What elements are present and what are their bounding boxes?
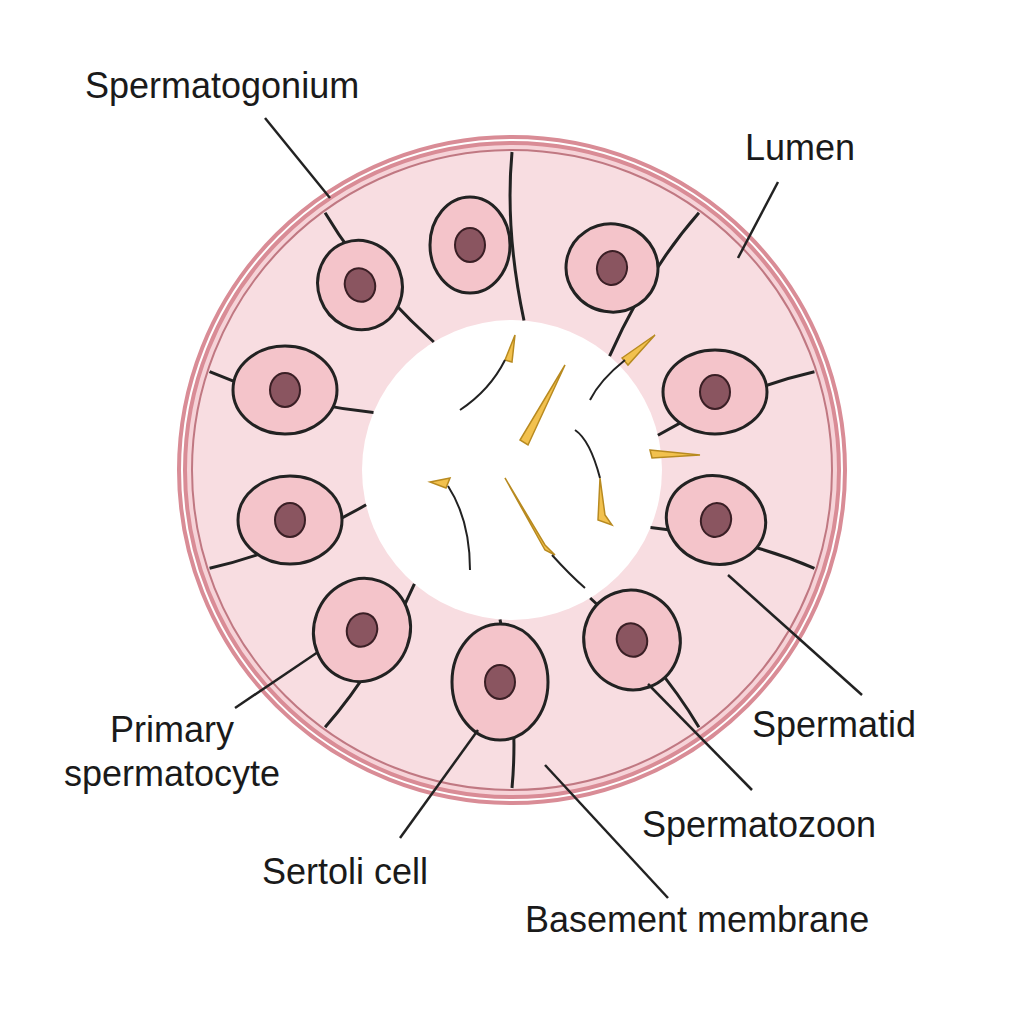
wall-line — [182, 140, 842, 800]
germ-cell — [299, 565, 425, 696]
germ-cell — [430, 197, 510, 293]
germ-cell — [305, 228, 415, 341]
structure-label: Spermatid — [752, 703, 916, 747]
structure-label: Lumen — [745, 126, 855, 170]
structure-label: Basement membrane — [525, 898, 869, 942]
germ-cell — [238, 476, 342, 564]
germ-cells — [233, 197, 776, 740]
sertoli-cells — [210, 152, 815, 788]
leader-lines — [235, 118, 862, 898]
sertoli-cell-border — [510, 152, 524, 320]
structure-label: Primary spermatocyte — [22, 708, 322, 796]
structure-label: Sertoli cell — [262, 850, 428, 894]
germ-cell — [452, 624, 548, 740]
germ-cell — [233, 346, 337, 434]
lumen-space — [362, 320, 662, 620]
basal-band — [192, 150, 832, 790]
structure-label: Spermatozoon — [642, 803, 876, 847]
structure-label: Spermatogonium — [85, 64, 359, 108]
germ-cell — [656, 465, 775, 576]
germ-cell — [663, 350, 767, 434]
tubule-wall — [182, 140, 842, 800]
spermatozoa — [430, 335, 700, 588]
germ-cell — [570, 577, 694, 704]
germ-cell — [559, 217, 665, 320]
